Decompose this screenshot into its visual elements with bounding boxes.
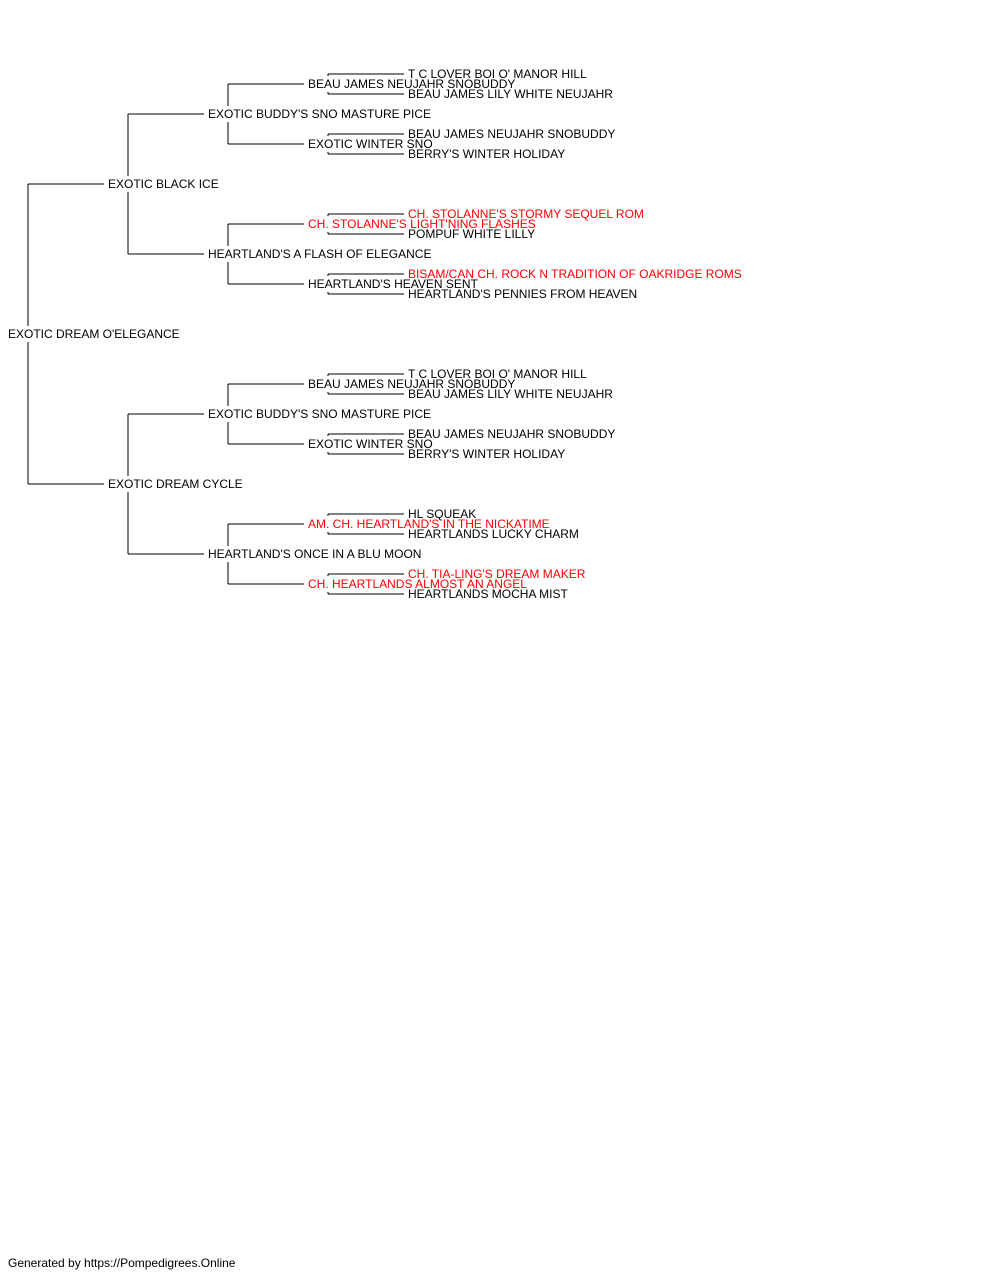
dog-name-gen3-beau-james-neujahr-snobuddy: BEAU JAMES NEUJAHR SNOBUDDY — [308, 377, 515, 391]
dog-name-gen4-ch-stolanne-s-stormy-sequel-rom: CH. STOLANNE'S STORMY SEQUEL ROM — [408, 207, 644, 221]
dog-name-gen4-heartlands-lucky-charm: HEARTLANDS LUCKY CHARM — [408, 527, 579, 541]
dog-name-gen4-heartlands-mocha-mist: HEARTLANDS MOCHA MIST — [408, 587, 568, 601]
dog-name-gen3-exotic-winter-sno: EXOTIC WINTER SNO — [308, 437, 433, 451]
dog-name-gen3-beau-james-neujahr-snobuddy: BEAU JAMES NEUJAHR SNOBUDDY — [308, 77, 515, 91]
dog-name-gen4-beau-james-neujahr-snobuddy: BEAU JAMES NEUJAHR SNOBUDDY — [408, 427, 615, 441]
dog-name-gen4-t-c-lover-boi-o-manor-hill: T C LOVER BOI O' MANOR HILL — [408, 367, 587, 381]
dog-name-gen4-hl-squeak: HL SQUEAK — [408, 507, 476, 521]
dog-name-gen4-t-c-lover-boi-o-manor-hill: T C LOVER BOI O' MANOR HILL — [408, 67, 587, 81]
dog-name-gen4-heartland-s-pennies-from-heaven: HEARTLAND'S PENNIES FROM HEAVEN — [408, 287, 637, 301]
dog-name-gen1-exotic-dream-cycle: EXOTIC DREAM CYCLE — [108, 477, 243, 491]
dog-name-gen2-heartland-s-a-flash-of-elegance: HEARTLAND'S A FLASH OF ELEGANCE — [208, 247, 431, 261]
dog-name-gen4-ch-tia-ling-s-dream-maker: CH. TIA-LING'S DREAM MAKER — [408, 567, 586, 581]
dog-name-gen3-exotic-winter-sno: EXOTIC WINTER SNO — [308, 137, 433, 151]
dog-name-gen3-heartland-s-heaven-sent: HEARTLAND'S HEAVEN SENT — [308, 277, 479, 291]
dog-name-gen2-exotic-buddy-s-sno-masture-pice: EXOTIC BUDDY'S SNO MASTURE PICE — [208, 407, 431, 421]
pedigree-tree: EXOTIC DREAM O'ELEGANCE EXOTIC BLACK ICE E… — [8, 67, 742, 601]
dog-name-gen2-exotic-buddy-s-sno-masture-pice: EXOTIC BUDDY'S SNO MASTURE PICE — [208, 107, 431, 121]
dog-name-gen0-exotic-dream-o-elegance: EXOTIC DREAM O'ELEGANCE — [8, 327, 180, 341]
dog-name-gen4-berry-s-winter-holiday: BERRY'S WINTER HOLIDAY — [408, 147, 565, 161]
dog-name-gen4-beau-james-lily-white-neujahr: BEAU JAMES LILY WHITE NEUJAHR — [408, 387, 613, 401]
dog-name-gen4-berry-s-winter-holiday: BERRY'S WINTER HOLIDAY — [408, 447, 565, 461]
dog-name-gen4-beau-james-neujahr-snobuddy: BEAU JAMES NEUJAHR SNOBUDDY — [408, 127, 615, 141]
dog-name-gen1-exotic-black-ice: EXOTIC BLACK ICE — [108, 177, 219, 191]
footer-credit: Generated by https://Pompedigrees.Online — [8, 1256, 236, 1270]
dog-name-gen2-heartland-s-once-in-a-blu-moon: HEARTLAND'S ONCE IN A BLU MOON — [208, 547, 421, 561]
dog-name-gen4-bisam-can-ch-rock-n-tradition-of-oakridge-roms: BISAM/CAN CH. ROCK N TRADITION OF OAKRID… — [408, 267, 742, 281]
dog-name-gen3-ch-heartlands-almost-an-angel: CH. HEARTLANDS ALMOST AN ANGEL — [308, 577, 527, 591]
dog-name-gen4-beau-james-lily-white-neujahr: BEAU JAMES LILY WHITE NEUJAHR — [408, 87, 613, 101]
dog-name-gen4-pompuf-white-lilly: POMPUF WHITE LILLY — [408, 227, 535, 241]
dog-name-gen3-am-ch-heartland-s-in-the-nickatime: AM. CH. HEARTLAND'S IN THE NICKATIME — [308, 517, 550, 531]
dog-name-gen3-ch-stolanne-s-light-ning-flashes: CH. STOLANNE'S LIGHT'NING FLASHES — [308, 217, 536, 231]
